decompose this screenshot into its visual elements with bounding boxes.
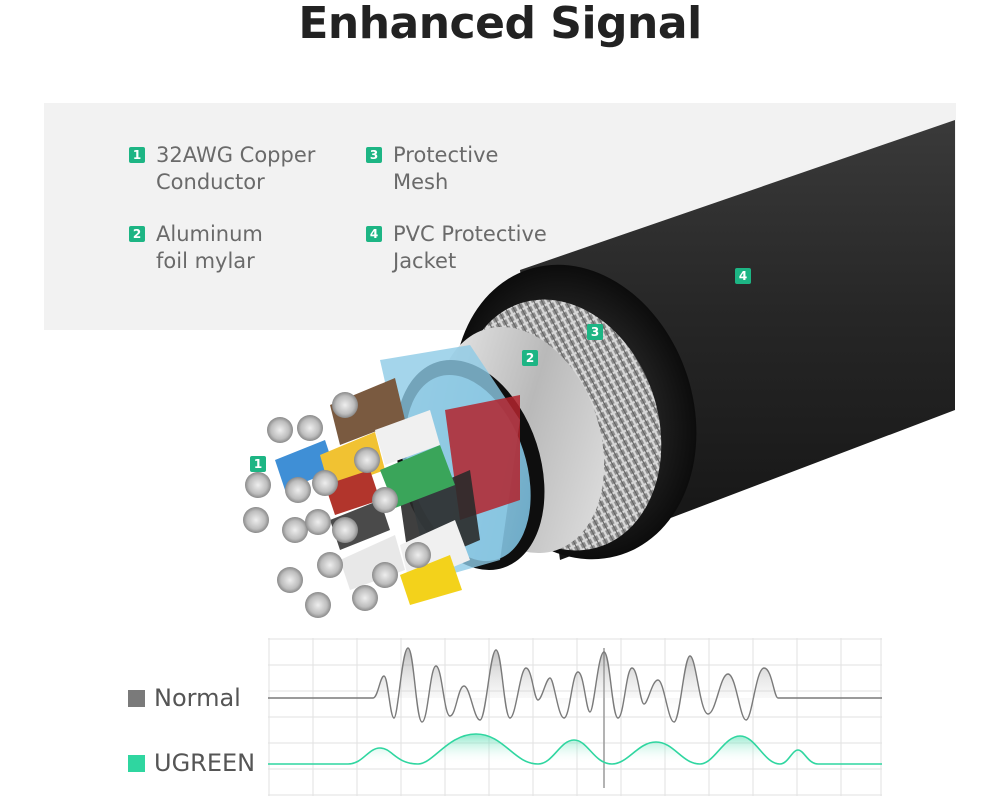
page-title: Enhanced Signal [298,0,702,49]
legend-item-protective-mesh: 3 Protective Mesh [366,142,498,196]
normal-label: Normal [128,684,241,712]
normal-swatch [128,689,145,707]
legend-item-aluminum-foil: 2 Aluminum foil mylar [129,221,263,275]
number-badge: 1 [129,147,145,163]
number-badge: 2 [129,226,145,242]
number-badge: 4 [366,226,382,242]
legend-item-copper-conductor: 1 32AWG Copper Conductor [129,142,315,196]
normal-wave [268,647,882,723]
legend-label: PVC Protective Jacket [393,222,547,273]
legend-label: Aluminum foil mylar [156,222,263,273]
marker-jacket: 4 [735,268,751,284]
marker-conductor: 1 [250,456,266,472]
legend-label: 32AWG Copper Conductor [156,143,316,194]
legend-item-pvc-jacket: 4 PVC Protective Jacket [366,221,547,275]
marker-foil: 2 [522,350,538,366]
legend-label: Protective Mesh [393,143,499,194]
conductor-strands [243,392,431,618]
marker-mesh: 3 [587,324,603,340]
signal-waveform [268,638,882,796]
ugreen-swatch [128,754,145,772]
ugreen-wave [268,733,882,765]
grid [268,638,882,796]
ugreen-text: UGREEN [154,749,256,777]
normal-text: Normal [154,684,241,712]
ugreen-label: UGREEN [128,749,255,777]
number-badge: 3 [366,147,382,163]
